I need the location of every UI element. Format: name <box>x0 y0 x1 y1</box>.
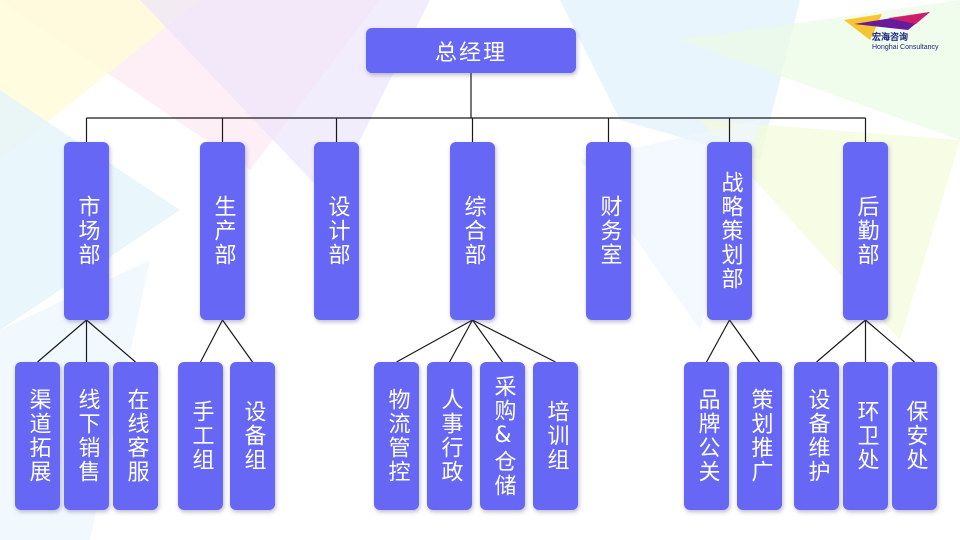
node-team[interactable]: 手工组 <box>178 362 223 510</box>
node-root[interactable]: 总经理 <box>366 28 576 73</box>
node-team-label: 设备维护 <box>804 388 830 484</box>
brand-name: 宏海咨询 <box>872 33 909 43</box>
node-root-label: 总经理 <box>434 40 507 66</box>
node-department-label: 后勤部 <box>853 195 879 267</box>
node-team-label: 品牌公关 <box>694 388 720 484</box>
node-team-label: 采购&仓储 <box>490 374 516 498</box>
node-team-label: 环卫处 <box>853 400 879 472</box>
node-team[interactable]: 保安处 <box>892 362 937 510</box>
node-department-label: 综合部 <box>460 195 486 267</box>
node-department[interactable]: 市场部 <box>64 142 109 320</box>
node-team[interactable]: 环卫处 <box>843 362 888 510</box>
node-team-label: 在线客服 <box>123 388 149 484</box>
node-department-label: 财务室 <box>596 195 622 267</box>
node-team-label: 手工组 <box>188 400 214 472</box>
node-team[interactable]: 品牌公关 <box>684 362 729 510</box>
node-team[interactable]: 策划推广 <box>737 362 782 510</box>
node-team[interactable]: 设备组 <box>230 362 275 510</box>
node-team[interactable]: 人事行政 <box>427 362 472 510</box>
node-team[interactable]: 线下销售 <box>64 362 109 510</box>
node-department[interactable]: 后勤部 <box>843 142 888 320</box>
node-department-label: 设计部 <box>324 195 350 267</box>
node-team-label: 培训组 <box>543 400 569 472</box>
node-team-label: 线下销售 <box>74 388 100 484</box>
node-department[interactable]: 财务室 <box>586 142 631 320</box>
node-department[interactable]: 设计部 <box>314 142 359 320</box>
node-team-label: 设备组 <box>240 400 266 472</box>
node-team-label: 策划推广 <box>747 388 773 484</box>
node-team-label: 保安处 <box>902 400 928 472</box>
node-team[interactable]: 设备维护 <box>794 362 839 510</box>
node-team-label: 人事行政 <box>437 388 463 484</box>
node-team[interactable]: 培训组 <box>533 362 578 510</box>
node-team[interactable]: 采购&仓储 <box>480 362 525 510</box>
node-department[interactable]: 综合部 <box>450 142 495 320</box>
brand-subtitle: Honghai Consultancy <box>872 44 939 51</box>
node-team[interactable]: 物流管控 <box>374 362 419 510</box>
node-team-label: 物流管控 <box>384 388 410 484</box>
node-department-label: 生产部 <box>210 195 236 267</box>
brand-logo <box>844 12 930 40</box>
node-team[interactable]: 在线客服 <box>113 362 158 510</box>
node-department-label: 战略策划部 <box>717 171 743 291</box>
node-department[interactable]: 战略策划部 <box>707 142 752 320</box>
node-team-label: 渠道拓展 <box>25 388 51 484</box>
node-team[interactable]: 渠道拓展 <box>15 362 60 510</box>
node-department-label: 市场部 <box>74 195 100 267</box>
node-department[interactable]: 生产部 <box>200 142 245 320</box>
